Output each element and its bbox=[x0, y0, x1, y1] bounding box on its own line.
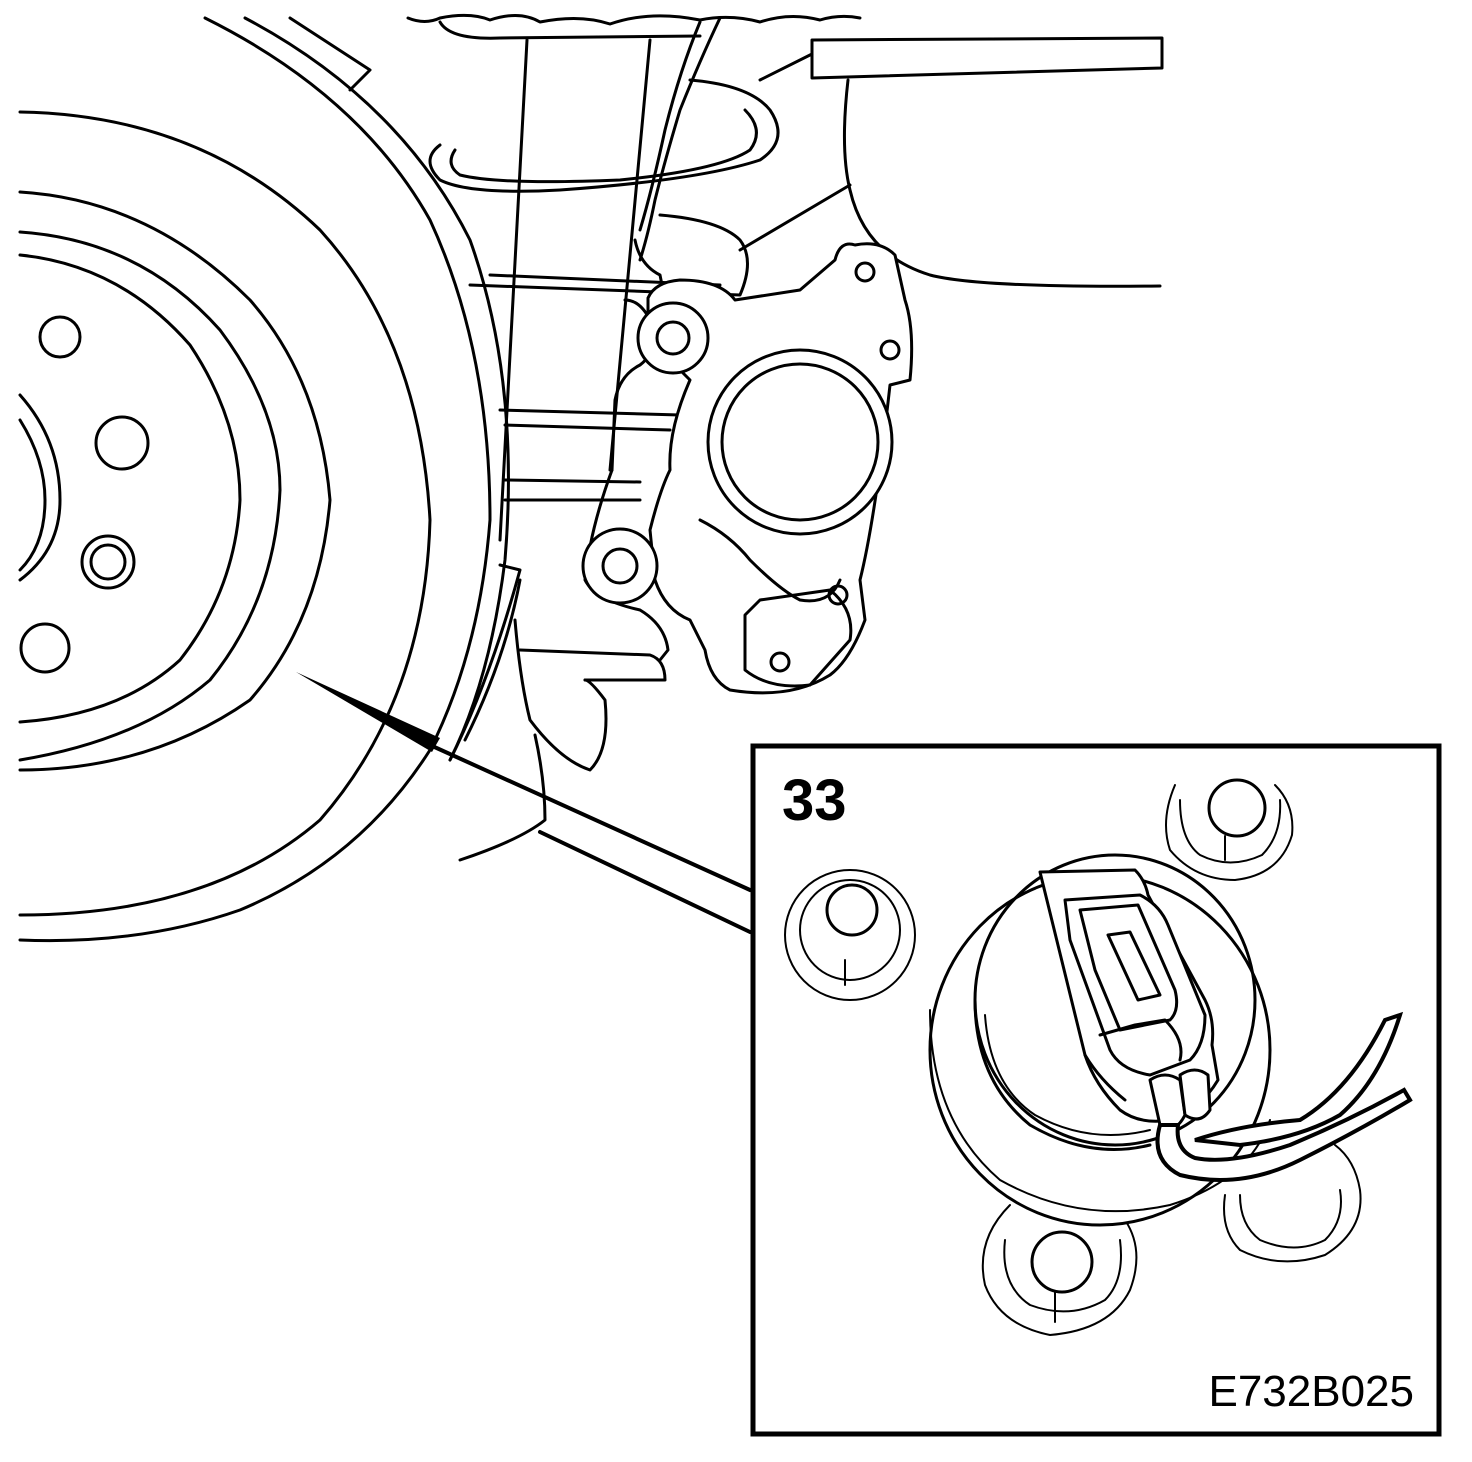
hub-stud-left bbox=[784, 869, 916, 1001]
hub-stud-right bbox=[1223, 1144, 1362, 1263]
sensor-connector-plug bbox=[1038, 868, 1220, 1130]
sensor-wire bbox=[1155, 1011, 1413, 1182]
figure-code: E732B025 bbox=[1208, 1367, 1414, 1416]
hub-stud-top bbox=[1165, 778, 1294, 881]
brake-caliper bbox=[581, 242, 914, 695]
sensor-cable bbox=[633, 16, 722, 302]
detail-callout-number: 33 bbox=[782, 768, 847, 833]
leader-line-arrow bbox=[296, 672, 752, 934]
hub-stud-bottom bbox=[981, 1204, 1138, 1336]
brake-disc bbox=[18, 16, 522, 943]
